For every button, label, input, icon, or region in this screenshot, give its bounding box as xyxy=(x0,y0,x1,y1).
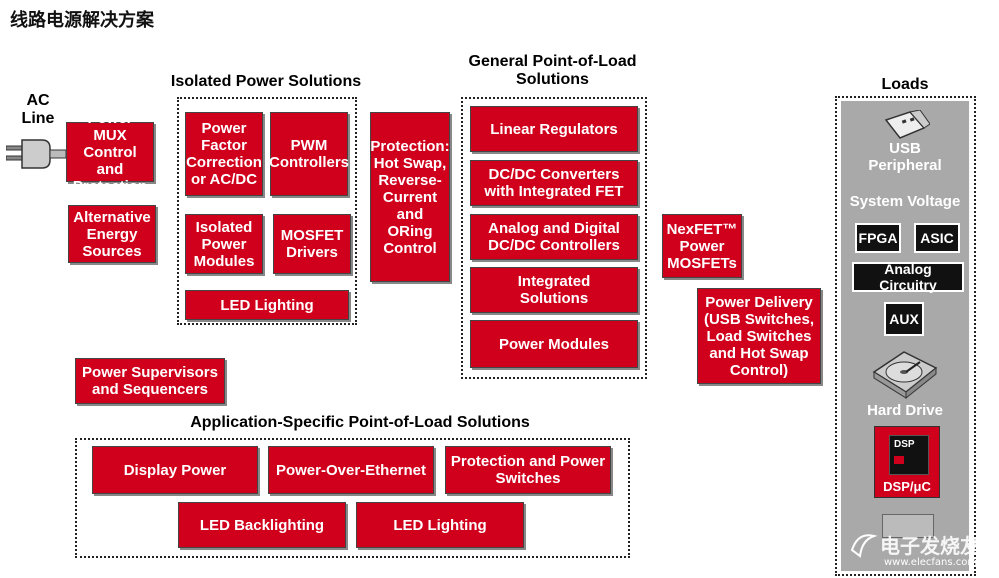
fpga-block: FPGA xyxy=(855,223,901,253)
page-title: 线路电源解决方案 xyxy=(10,10,154,31)
poe-box[interactable]: Power-Over-Ethernet xyxy=(268,446,434,494)
isolated-modules-box[interactable]: Isolated Power Modules xyxy=(185,214,263,274)
ac-plug-icon xyxy=(6,139,66,169)
dsp-chip: DSP xyxy=(889,435,929,475)
dcdc-converters-box[interactable]: DC/DC Converters with Integrated FET xyxy=(470,160,638,206)
protection-box[interactable]: Protection: Hot Swap, Reverse- Current a… xyxy=(370,112,450,282)
loads-label: Loads xyxy=(881,76,929,93)
memory-chip-icon xyxy=(882,514,934,538)
isolated-group xyxy=(177,97,357,325)
app-specific-group xyxy=(75,438,630,558)
system-voltage-label: System Voltage xyxy=(849,193,961,210)
nexfet-box[interactable]: NexFET™ Power MOSFETs xyxy=(662,214,742,278)
watermark-url: www.elecfans.com xyxy=(884,557,978,568)
app-specific-label: Application-Specific Point-of-Load Solut… xyxy=(190,414,530,431)
ti-logo-icon xyxy=(894,456,904,464)
pfc-box[interactable]: Power Factor Correction or AC/DC xyxy=(185,112,263,196)
mosfet-drivers-box[interactable]: MOSFET Drivers xyxy=(273,214,351,274)
led-lighting-iso-box[interactable]: LED Lighting xyxy=(185,290,349,320)
dsp-box: DSP DSP/μC xyxy=(874,426,940,498)
isolated-power-label: Isolated Power Solutions xyxy=(170,73,362,90)
usb-icon xyxy=(884,110,930,139)
pwm-controllers-box[interactable]: PWM Controllers xyxy=(269,112,349,196)
general-pol-label: General Point-of-Load Solutions xyxy=(468,53,637,88)
ac-line-label: AC Line xyxy=(21,92,55,127)
supervisors-box[interactable]: Power Supervisors and Sequencers xyxy=(75,358,225,404)
display-power-box[interactable]: Display Power xyxy=(92,446,258,494)
usb-peripheral-label: USB Peripheral xyxy=(868,140,942,174)
hard-drive-icon xyxy=(872,351,938,400)
power-delivery-box[interactable]: Power Delivery (USB Switches, Load Switc… xyxy=(697,288,821,384)
aux-block: AUX xyxy=(884,302,924,336)
integrated-solutions-box[interactable]: Integrated Solutions xyxy=(470,267,638,313)
dsp-chip-label: DSP xyxy=(894,439,915,450)
power-modules-box[interactable]: Power Modules xyxy=(470,320,638,368)
power-mux-box[interactable]: Power MUX Control and Protection xyxy=(66,110,154,195)
analog-digital-controllers-box[interactable]: Analog and Digital DC/DC Controllers xyxy=(470,214,638,260)
asic-block: ASIC xyxy=(914,223,960,253)
alt-energy-box[interactable]: Alternative Energy Sources xyxy=(68,205,156,263)
led-backlighting-box[interactable]: LED Backlighting xyxy=(178,502,346,548)
protection-switches-box[interactable]: Protection and Power Switches xyxy=(445,446,611,494)
linear-regulators-box[interactable]: Linear Regulators xyxy=(470,106,638,152)
led-lighting-app-box[interactable]: LED Lighting xyxy=(356,502,524,548)
dsp-uc-label: DSP/μC xyxy=(883,479,931,494)
hard-drive-label: Hard Drive xyxy=(867,402,943,419)
watermark-logo-icon xyxy=(850,534,878,558)
watermark-text: 电子发烧友 xyxy=(880,534,980,558)
loads-group xyxy=(835,96,976,576)
general-pol-group xyxy=(461,97,647,379)
analog-circuitry-block: Analog Circuitry xyxy=(852,261,964,293)
